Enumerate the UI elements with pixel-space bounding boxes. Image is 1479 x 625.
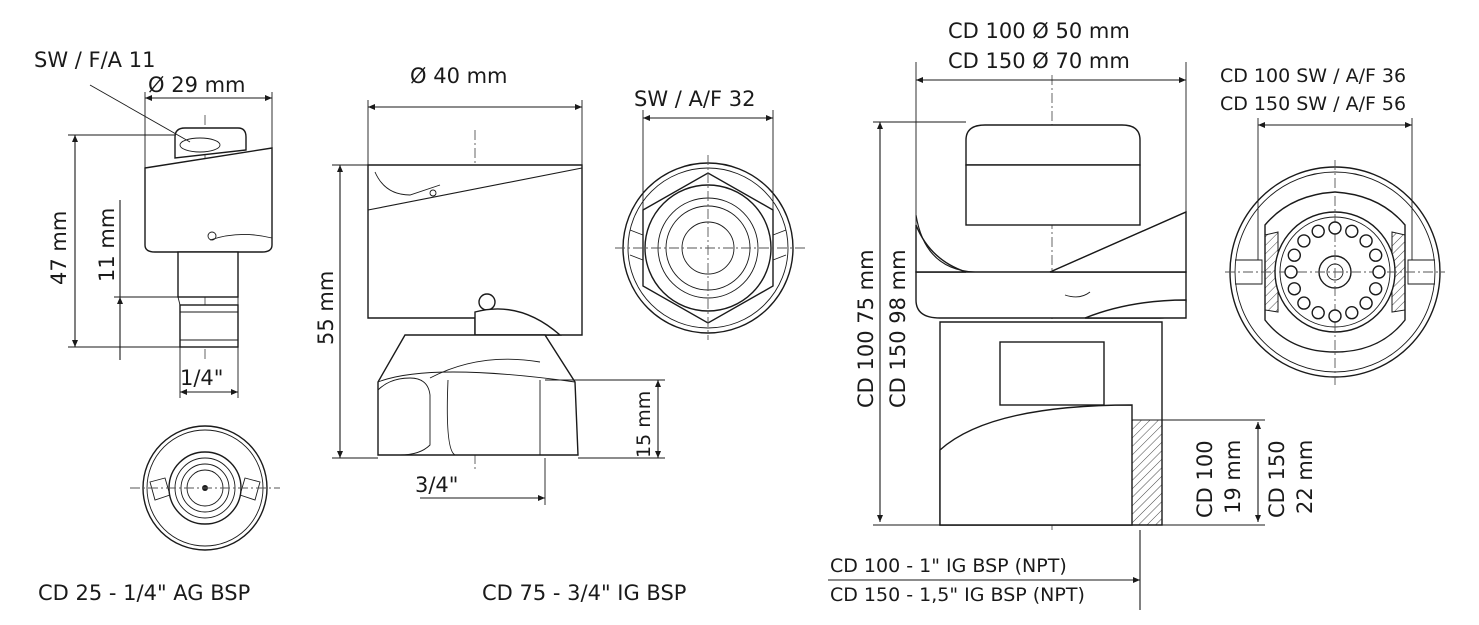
- cd150-wrench-label: CD 150 SW / A/F 56: [1220, 93, 1406, 115]
- cd150-thread-length-label-b: 22 mm: [1293, 440, 1317, 514]
- nozzle-hole: [1311, 306, 1325, 320]
- nozzle-hole: [1372, 265, 1386, 279]
- cd75-dimensions: [332, 100, 665, 505]
- cd75-wrench-label: SW / A/F 32: [634, 87, 755, 111]
- nozzle-hole: [1287, 248, 1302, 262]
- nozzle-hole: [1328, 221, 1342, 235]
- nozzle-hole: [1345, 224, 1359, 239]
- nozzle-hole: [1359, 296, 1373, 310]
- cd25-diameter-label: Ø 29 mm: [148, 73, 246, 97]
- nozzle-hole: [1297, 296, 1311, 310]
- cd25-height-label: 47 mm: [47, 211, 71, 285]
- nozzle-hole: [1284, 265, 1298, 279]
- nozzle-hole: [1311, 224, 1325, 239]
- cd75-side-view: [367, 130, 583, 470]
- cd25-thread-label: 1/4": [180, 366, 223, 390]
- cd100-wrench-label: CD 100 SW / A/F 36: [1220, 65, 1406, 87]
- nozzle-hole-ring: [1284, 221, 1386, 323]
- cd25-top-view: [130, 425, 280, 551]
- cd100-top-view: [1225, 118, 1445, 385]
- cd25-thread-length-label: 11 mm: [95, 208, 119, 282]
- nozzle-hole: [1368, 282, 1383, 296]
- cd75-thread-length-label: 15 mm: [633, 391, 655, 458]
- nozzle-hole: [1345, 306, 1359, 320]
- cd25-caption: CD 25 - 1/4" AG BSP: [38, 581, 250, 605]
- cd25-wrench-label: SW / F/A 11: [34, 48, 155, 72]
- cd25-side-view: [144, 115, 273, 360]
- cd75-diameter-label: Ø 40 mm: [410, 64, 508, 88]
- cd100-thread-length-label-b: 19 mm: [1221, 440, 1245, 514]
- nozzle-hole: [1287, 282, 1302, 296]
- cd100-dimensions: [828, 62, 1265, 610]
- nozzle-hole: [1328, 309, 1342, 323]
- cd25-dimensions: [68, 84, 273, 398]
- cd100-diameter-label: CD 100 Ø 50 mm: [948, 19, 1130, 43]
- cd75-top-view: [615, 110, 805, 340]
- cd150-height-label: CD 150 98 mm: [886, 249, 910, 408]
- nozzle-hole: [1368, 248, 1383, 262]
- cd150-caption: CD 150 - 1,5" IG BSP (NPT): [830, 584, 1085, 606]
- cd150-diameter-label: CD 150 Ø 70 mm: [948, 49, 1130, 73]
- cd75-caption: CD 75 - 3/4" IG BSP: [482, 581, 686, 605]
- cd100-height-label: CD 100 75 mm: [854, 249, 878, 408]
- cd150-thread-length-label-a: CD 150: [1265, 440, 1289, 518]
- cd75-thread-label: 3/4": [415, 473, 458, 497]
- nozzle-hole: [1297, 234, 1311, 248]
- cd100-caption: CD 100 - 1" IG BSP (NPT): [830, 555, 1067, 577]
- cd75-height-label: 55 mm: [314, 271, 338, 345]
- cd100-thread-length-label-a: CD 100: [1193, 440, 1217, 518]
- nozzle-hole: [1359, 234, 1373, 248]
- cd100-side-view: [915, 75, 1187, 530]
